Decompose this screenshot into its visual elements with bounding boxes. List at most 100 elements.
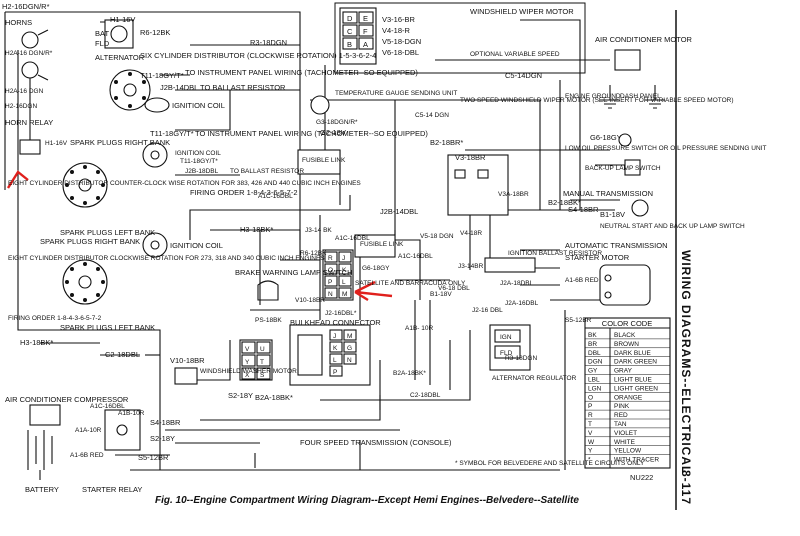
ac-compressor-symbol xyxy=(29,404,61,426)
label-bat: BAT xyxy=(95,29,109,38)
bulkhead-pin-label: P xyxy=(328,279,332,286)
bulkhead-pin-label: M xyxy=(342,291,347,298)
starter-relay-symbol xyxy=(104,409,141,451)
label-alternator: ALTERNATOR xyxy=(95,53,145,62)
color-code-name: TAN xyxy=(614,421,627,428)
color-code-abbr: GY xyxy=(588,368,598,375)
label-spark-plugs-rb-2: SPARK PLUGS RIGHT BANK xyxy=(40,237,140,246)
label-v5-18dgn-b: V5-18 DGN xyxy=(420,233,454,240)
label-j2a-16dbl: J2A-16DBL xyxy=(505,300,539,307)
backup-lamp-switch xyxy=(624,159,641,176)
two-speed-wiper-motor xyxy=(447,154,509,216)
label-automatic-trans: AUTOMATIC TRANSMISSION xyxy=(565,241,668,250)
label-ignition-coil-2: IGNITION COIL xyxy=(175,150,221,157)
label-r3-18dgn-b: R3-18DGN xyxy=(505,355,537,362)
bulkhead-pin-label: V xyxy=(245,346,250,353)
wiper-pin-label: E xyxy=(363,14,368,23)
bulkhead-pin-label: J xyxy=(342,255,345,262)
wiper-pin-label: D xyxy=(347,14,353,23)
bulkhead-pin-label: R xyxy=(328,255,333,262)
label-ps-18bk: PS-18BK xyxy=(255,317,282,324)
color-code-name: GRAY xyxy=(614,368,633,375)
label-a1c-16dbl-1: A1C-16DBL xyxy=(90,403,125,410)
label-v6-18dbl-b: V6-18 DBL xyxy=(438,285,470,292)
red-annotation-left xyxy=(6,170,29,189)
label-j3-14bk: J3-14BR xyxy=(458,263,484,270)
label-horn-relay: HORN RELAY xyxy=(5,118,53,127)
label-s2-18y-b: S2-18Y xyxy=(150,434,175,443)
label-optional-variable-speed: OPTIONAL VARIABLE SPEED xyxy=(470,51,560,58)
label-g3-18dgn-r: G3-18DGN/R* xyxy=(316,119,358,126)
bulkhead-pin-label: Q xyxy=(328,267,333,274)
bulkhead-pin-label: M xyxy=(347,333,352,340)
label-g2-18v: G2-18V xyxy=(320,128,346,137)
color-code-abbr: LGN xyxy=(588,385,602,392)
label-c5-14dgn: C5-14DGN xyxy=(505,71,542,80)
bulkhead-pin-label: J xyxy=(333,333,336,340)
label-r3-18dgn: R3-18DGN xyxy=(250,38,287,47)
label-eight-cyl-cw: EIGHT CYLINDER DISTRIBUTOR CLOCKWISE ROT… xyxy=(8,255,325,262)
fusible-link-1 xyxy=(297,149,341,175)
color-code-abbr: LBL xyxy=(588,377,600,384)
label-two-speed-wiper: TWO SPEED WINDSHIELD WIPER MOTOR (SEE IN… xyxy=(460,97,734,104)
wiper-pin-label: A xyxy=(363,40,368,49)
label-h3-18bk-2: H3-18BK* xyxy=(20,338,53,347)
label-four-speed: FOUR SPEED TRANSMISSION (CONSOLE) xyxy=(300,438,452,447)
starter-motor-symbol xyxy=(599,264,651,306)
label-a1b-10r: A1B-10R xyxy=(118,410,145,417)
label-back-up-lamp: BACK-UP LAMP SWITCH xyxy=(585,165,661,172)
oil-pressure-switch xyxy=(618,133,632,147)
label-v3a-18br: V3A-18BR xyxy=(498,191,529,198)
label-low-oil: LOW OIL PRESSURE SWITCH OR OIL PRESSURE … xyxy=(565,145,766,152)
label-h2-16dgn-r: H2-16DGN/R* xyxy=(2,2,50,11)
label-fld: FLD xyxy=(95,39,110,48)
label-h2a-16-dgn: H2A-16 DGN xyxy=(5,88,44,95)
color-code-name: DARK BLUE xyxy=(614,350,652,357)
color-code-name: ORANGE xyxy=(614,394,643,401)
label-h2-16dgn: H2-16DGN xyxy=(5,103,37,110)
ac-motor-symbol xyxy=(614,49,641,71)
label-h1-16v-b: H1-16V xyxy=(45,140,68,147)
label-v3-18br: V3-18BR xyxy=(455,153,486,162)
red-annotation-center xyxy=(354,280,393,302)
label-fusible-link-1: FUSIBLE LINK xyxy=(302,157,346,164)
bulkhead-pin-label: K xyxy=(342,267,347,274)
label-nu222: NU222 xyxy=(630,473,653,482)
ignition-ballast-resistor xyxy=(484,257,536,273)
label-a1c-16dbl-2: A1C-16DBL xyxy=(258,193,293,200)
label-neutral-start: NEUTRAL START AND BACK UP LAMP SWITCH xyxy=(600,223,745,230)
color-code-abbr: DGN xyxy=(588,359,603,366)
label-dash-panel: DASH PANEL xyxy=(620,93,661,100)
alternator-regulator xyxy=(489,324,531,371)
wiper-pin-label: B xyxy=(347,40,352,49)
label-fld-b: FLD xyxy=(500,350,513,357)
label-g6-18gy-b: G6-18GY xyxy=(362,265,390,272)
label-bulkhead-connector: BULKHEAD CONNECTOR xyxy=(290,318,381,327)
label-b2a-18bk-2: B2A-18BK* xyxy=(255,393,293,402)
label-h2a-16-dgn-r: H2A-16 DGN/R* xyxy=(5,50,53,57)
label-firing-order-1: FIRING ORDER 1-8-4-3-6-5-7-2 xyxy=(190,188,298,197)
brake-warning-switch xyxy=(257,280,279,301)
horn-relay-symbol xyxy=(19,139,41,155)
label-starter-relay: STARTER RELAY xyxy=(82,485,142,494)
color-code-abbr: * xyxy=(588,457,591,464)
label-ac-compressor: AIR CONDITIONER COMPRESSOR xyxy=(5,395,129,404)
label-a1c-16dbl-4: A1C-16DBL xyxy=(398,253,433,260)
label-ignition-coil-1: IGNITION COIL xyxy=(172,101,225,110)
color-code-name: LIGHT GREEN xyxy=(614,385,658,392)
label-v10-18br-b: V10-18BR xyxy=(295,297,325,304)
label-t11-18gy-t-2: T11-18GY/T* xyxy=(150,129,194,138)
label-j2a-18dbl: J2A-18DBL xyxy=(500,280,534,287)
ignition-coil-2 xyxy=(142,142,168,168)
label-brake-warning: BRAKE WARNING LAMP SWITCH xyxy=(235,268,353,277)
bulkhead-pin-label: U xyxy=(260,346,265,353)
label-v10-18br: V10-18BR xyxy=(170,356,205,365)
label-v5-18dgn: V5-18-DGN xyxy=(382,37,421,46)
label-a1c-16dbl-3: A1C-16DBL xyxy=(335,235,370,242)
color-code-name: BROWN xyxy=(614,341,639,348)
distributor-8cyl-ccw xyxy=(62,162,108,208)
wiper-motor-connector xyxy=(334,2,586,74)
color-code-abbr: Y xyxy=(588,448,593,455)
